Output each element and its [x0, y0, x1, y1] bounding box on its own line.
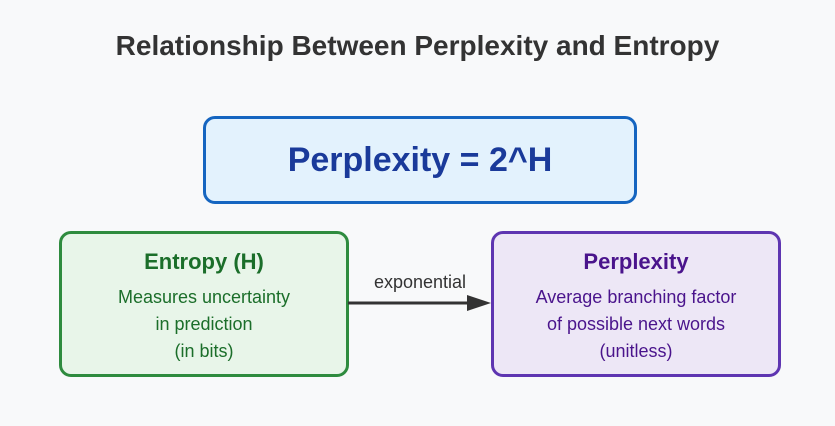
- formula-text: Perplexity = 2^H: [287, 141, 553, 179]
- arrow-label: exponential: [373, 272, 467, 292]
- formula-box: Perplexity = 2^H: [203, 116, 637, 204]
- arrow-icon: [348, 295, 491, 311]
- perplexity-title: Perplexity: [583, 249, 689, 274]
- diagram-title: Relationship Between Perplexity and Entr…: [115, 30, 720, 61]
- entropy-title: Entropy (H): [144, 249, 264, 274]
